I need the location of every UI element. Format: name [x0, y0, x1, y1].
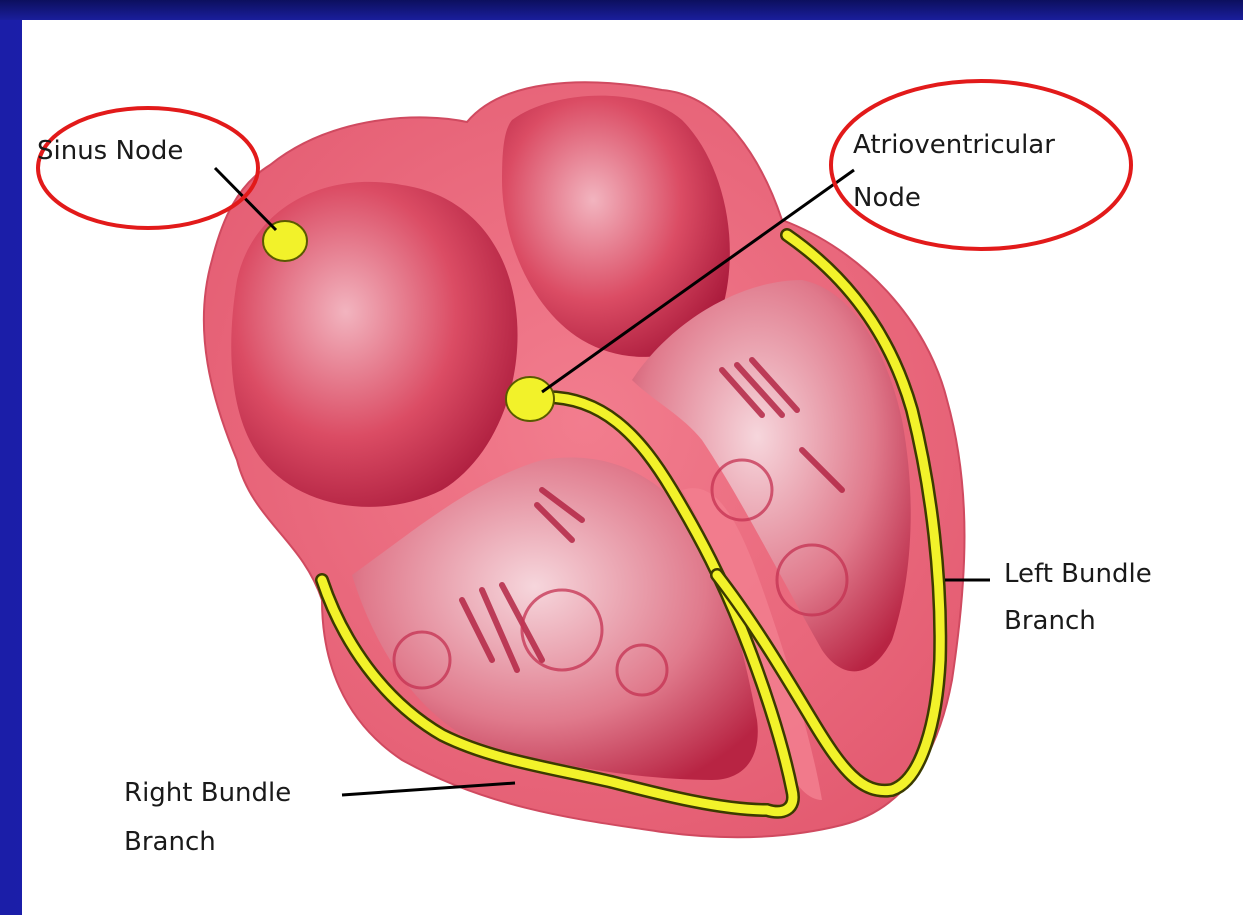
av-node-label-line1: Atrioventricular [853, 125, 1055, 165]
right-bundle-label-line1: Right Bundle [124, 773, 291, 813]
left-bundle-label-line1: Left Bundle [1004, 554, 1152, 594]
av-node-label-line2: Node [853, 178, 921, 218]
av-node [506, 377, 554, 421]
left-bundle-label-line2: Branch [1004, 601, 1096, 641]
av-node-highlight [831, 81, 1131, 249]
sinus-node [263, 221, 307, 261]
slide-top-bar [0, 0, 1243, 20]
sinus-node-label: Sinus Node [37, 131, 183, 171]
right-bundle-label-line2: Branch [124, 822, 216, 862]
diagram-canvas: Sinus Node Atrioventricular Node Left Bu… [22, 20, 1243, 915]
